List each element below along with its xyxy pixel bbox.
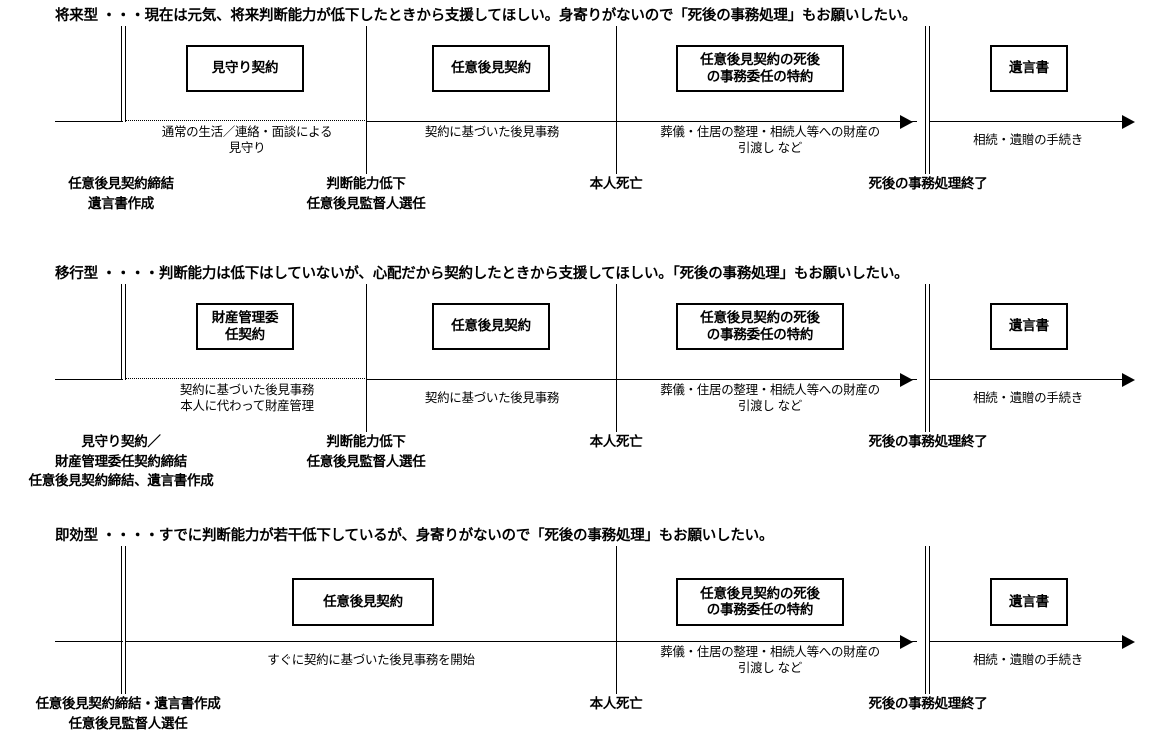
desc-phase-2: 契約に基づいた後見事務 — [424, 391, 560, 405]
axis-arrow-mid — [900, 115, 913, 129]
axis-arrow-end — [1122, 115, 1135, 129]
axis-segment-post — [929, 641, 1122, 642]
event-line-death — [616, 26, 617, 174]
section-heading: 即効型 ・・・・すでに判断能力が若干低下しているが、身寄りがないので「死後の事務… — [55, 528, 774, 544]
axis-segment-pre — [55, 379, 123, 380]
desc-phase-4: 相続・遺贈の手続き — [973, 391, 1083, 405]
desc-phase-4: 相続・遺贈の手続き — [973, 133, 1083, 147]
box-nini-kouken-keiyaku[interactable]: 任意後見契約 — [432, 303, 550, 350]
event-line-contract — [121, 26, 126, 122]
event-line-death — [616, 284, 617, 432]
axis-segment-main — [366, 121, 917, 122]
desc-phase-3: 葬儀・住居の整理・相続人等への財産の 引渡し など — [660, 125, 880, 155]
axis-segment-post — [929, 379, 1122, 380]
axis-segment-pre — [55, 121, 123, 122]
section-heading: 移行型 ・・・・判断能力は低下はしていないが、心配だから契約したときから支援して… — [55, 266, 909, 282]
desc-phase-3: 葬儀・住居の整理・相続人等への財産の 引渡し など — [660, 645, 880, 675]
event-postmortem-end: 死後の事務処理終了 — [868, 696, 988, 711]
desc-phase-1: 通常の生活／連絡・面談による 見守り — [161, 125, 333, 155]
axis-segment-pre — [55, 641, 123, 642]
event-capacity-decline: 判断能力低下 任意後見監督人選任 — [306, 434, 426, 469]
event-line-postmortem-end — [925, 546, 930, 694]
event-contract: 任意後見契約締結・遺言書作成 任意後見監督人選任 — [35, 696, 221, 731]
axis-arrow-end — [1122, 635, 1135, 649]
axis-segment-main — [125, 641, 917, 642]
event-death: 本人死亡 — [589, 434, 643, 449]
event-line-postmortem-end — [925, 284, 930, 432]
box-shigo-jimu-tokuyaku[interactable]: 任意後見契約の死後 の事務委任の特約 — [676, 45, 844, 92]
box-zaisan-kanri-inin-keiyaku[interactable]: 財産管理委 任契約 — [196, 303, 294, 350]
event-death: 本人死亡 — [589, 696, 643, 711]
event-line-death — [616, 546, 617, 694]
axis-segment-main — [366, 379, 917, 380]
event-contract: 見守り契約／ 財産管理委任契約締結 任意後見契約締結、遺言書作成 — [28, 434, 214, 489]
event-line-capacity-decline — [366, 284, 367, 432]
box-yuigonsho[interactable]: 遺言書 — [990, 45, 1068, 92]
box-yuigonsho[interactable]: 遺言書 — [990, 578, 1068, 626]
section-heading: 将来型 ・・・現在は元気、将来判断能力が低下したときから支援してほしい。身寄りが… — [55, 8, 917, 24]
box-nini-kouken-keiyaku[interactable]: 任意後見契約 — [432, 45, 550, 92]
desc-phase-1: 契約に基づいた後見事務 本人に代わって財産管理 — [179, 383, 315, 413]
axis-arrow-mid — [900, 635, 913, 649]
desc-phase-4: 相続・遺贈の手続き — [973, 653, 1083, 667]
event-line-contract — [121, 284, 126, 380]
desc-phase-2: 契約に基づいた後見事務 — [424, 125, 560, 139]
box-mimamori-keiyaku[interactable]: 見守り契約 — [186, 45, 304, 92]
axis-segment-dotted — [125, 120, 367, 121]
axis-arrow-mid — [900, 373, 913, 387]
box-shigo-jimu-tokuyaku[interactable]: 任意後見契約の死後 の事務委任の特約 — [676, 303, 844, 350]
event-postmortem-end: 死後の事務処理終了 — [868, 176, 988, 191]
event-capacity-decline: 判断能力低下 任意後見監督人選任 — [306, 176, 426, 211]
event-line-capacity-decline — [366, 26, 367, 174]
box-nini-kouken-keiyaku[interactable]: 任意後見契約 — [292, 578, 434, 626]
desc-phase-3: 葬儀・住居の整理・相続人等への財産の 引渡し など — [660, 383, 880, 413]
box-yuigonsho[interactable]: 遺言書 — [990, 303, 1068, 350]
event-line-contract — [121, 546, 126, 694]
desc-phase-1: すぐに契約に基づいた後見事務を開始 — [267, 653, 475, 667]
axis-segment-dotted — [125, 378, 367, 379]
event-line-postmortem-end — [925, 26, 930, 174]
axis-arrow-end — [1122, 373, 1135, 387]
axis-segment-post — [929, 121, 1122, 122]
event-death: 本人死亡 — [589, 176, 643, 191]
event-contract: 任意後見契約締結 遺言書作成 — [68, 176, 174, 211]
box-shigo-jimu-tokuyaku[interactable]: 任意後見契約の死後 の事務委任の特約 — [676, 578, 844, 626]
event-postmortem-end: 死後の事務処理終了 — [868, 434, 988, 449]
